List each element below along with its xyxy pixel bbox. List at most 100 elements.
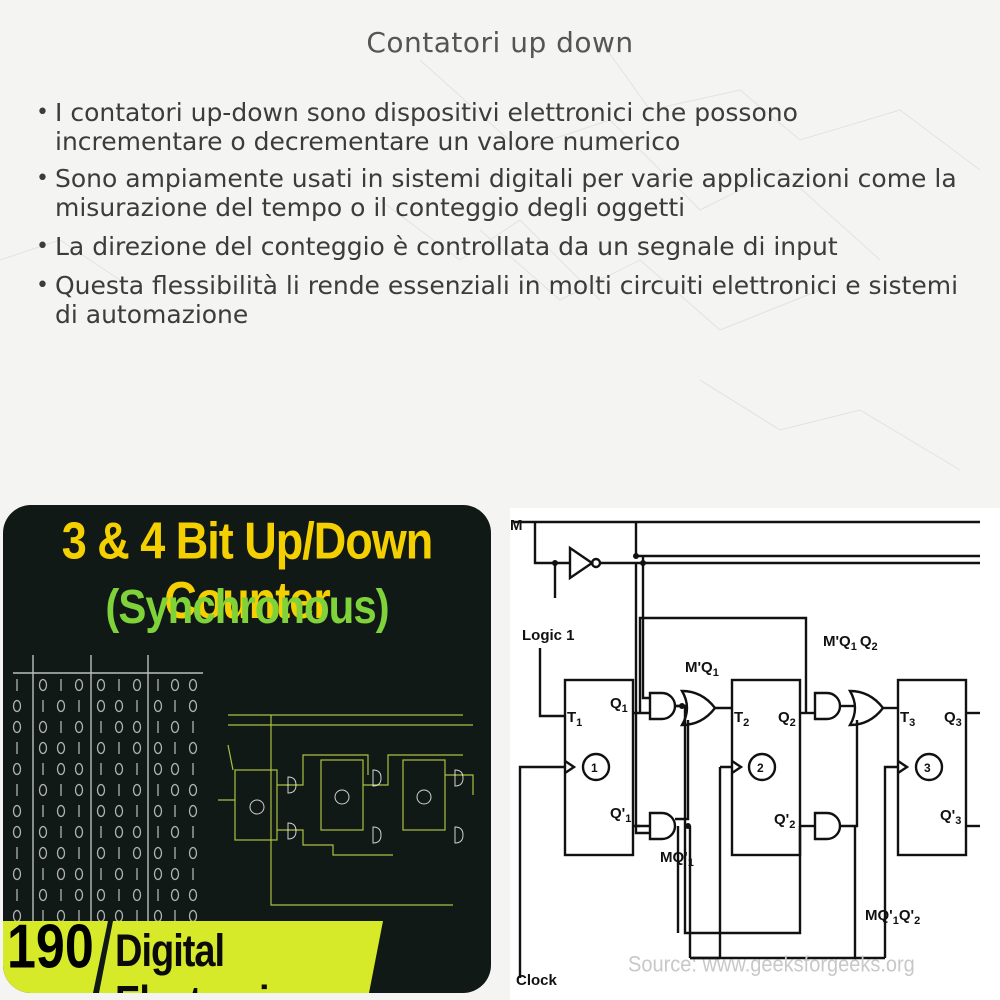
bullet-item: La direzione del conteggio è controllata… bbox=[36, 232, 966, 261]
table-mark bbox=[188, 741, 198, 755]
table-mark bbox=[96, 888, 106, 902]
table-mark bbox=[96, 804, 106, 818]
table-mark bbox=[132, 678, 142, 692]
episode-banner: 190 Digital Electronics bbox=[3, 912, 383, 993]
mq1n-label: MQ'1 bbox=[660, 849, 694, 869]
table-mark bbox=[56, 762, 66, 776]
table-mark bbox=[132, 783, 142, 797]
table-mark bbox=[74, 762, 84, 776]
table-mark bbox=[56, 741, 66, 755]
table-mark bbox=[56, 804, 66, 818]
table-mark bbox=[188, 846, 198, 860]
bullet-item: I contatori up-down sono dispositivi ele… bbox=[36, 98, 966, 156]
q1n-label: Q'1 bbox=[610, 805, 631, 825]
t3-label: T3 bbox=[900, 709, 915, 729]
table-mark bbox=[74, 783, 84, 797]
table-mark bbox=[74, 678, 84, 692]
table-mark bbox=[153, 762, 163, 776]
table-mark bbox=[170, 888, 180, 902]
table-mark bbox=[132, 888, 142, 902]
or-gate-1 bbox=[679, 689, 717, 727]
table-mark bbox=[74, 888, 84, 902]
and-gate-4 bbox=[813, 811, 842, 841]
series-label: Digital Electronics bbox=[115, 926, 310, 993]
table-mark bbox=[12, 699, 22, 713]
video-thumbnail: 3 & 4 Bit Up/Down Counter (Synchronous) bbox=[3, 505, 491, 993]
table-mark bbox=[188, 678, 198, 692]
table-mark bbox=[114, 867, 124, 881]
table-mark bbox=[38, 720, 48, 734]
table-mark bbox=[170, 678, 180, 692]
table-mark bbox=[74, 825, 84, 839]
table-mark bbox=[38, 888, 48, 902]
mode-label: M bbox=[510, 517, 523, 534]
thumbnail-subheadline: (Synchronous) bbox=[105, 579, 389, 634]
table-mark bbox=[132, 846, 142, 860]
table-mark bbox=[12, 867, 22, 881]
and-gate-3 bbox=[813, 691, 842, 721]
bullet-item: Sono ampiamente usati in sistemi digital… bbox=[36, 164, 966, 222]
table-mark bbox=[96, 846, 106, 860]
table-mark bbox=[170, 720, 180, 734]
page-title: Contatori up down bbox=[366, 26, 634, 59]
table-mark bbox=[114, 825, 124, 839]
mq1-label: M'Q1 bbox=[685, 659, 719, 679]
table-mark bbox=[56, 846, 66, 860]
ff3-number: 3 bbox=[924, 761, 931, 775]
table-mark bbox=[38, 846, 48, 860]
inverter-gate bbox=[568, 545, 595, 581]
t1-label: T1 bbox=[567, 709, 582, 729]
table-mark bbox=[153, 804, 163, 818]
table-mark bbox=[56, 699, 66, 713]
table-mark bbox=[114, 804, 124, 818]
table-mark bbox=[132, 720, 142, 734]
table-mark bbox=[38, 678, 48, 692]
table-mark bbox=[38, 783, 48, 797]
table-mark bbox=[153, 867, 163, 881]
table-mark bbox=[188, 699, 198, 713]
table-mark bbox=[38, 825, 48, 839]
table-mark bbox=[74, 720, 84, 734]
table-mark bbox=[188, 888, 198, 902]
ff2-number: 2 bbox=[757, 761, 764, 775]
table-mark bbox=[170, 783, 180, 797]
t2-label: T2 bbox=[734, 709, 749, 729]
table-mark bbox=[188, 783, 198, 797]
table-mark bbox=[12, 825, 22, 839]
and-gate-2 bbox=[648, 811, 677, 841]
table-mark bbox=[153, 846, 163, 860]
table-mark bbox=[170, 825, 180, 839]
q2n-label: Q'2 bbox=[774, 811, 795, 831]
table-mark bbox=[56, 867, 66, 881]
circuit-diagram: M Logic 1 Clock T1 T2 T3 Q1 Q2 Q3 Q'1 Q'… bbox=[510, 508, 1000, 1000]
table-mark bbox=[12, 804, 22, 818]
table-mark bbox=[114, 762, 124, 776]
source-credit: Source: www.geeksforgeeks.org bbox=[628, 952, 915, 978]
clock-label: Clock bbox=[516, 972, 558, 989]
bullet-list: I contatori up-down sono dispositivi ele… bbox=[36, 98, 966, 339]
table-mark bbox=[132, 741, 142, 755]
q3n-label: Q'3 bbox=[940, 807, 961, 827]
table-mark bbox=[132, 825, 142, 839]
or-gate-2 bbox=[847, 689, 885, 727]
ff1-number: 1 bbox=[591, 761, 598, 775]
table-mark bbox=[114, 720, 124, 734]
table-mark bbox=[12, 762, 22, 776]
bullet-item: Questa flessibilità li rende essenziali … bbox=[36, 271, 966, 329]
thumbnail-headline: 3 & 4 Bit Up/Down Counter bbox=[61, 511, 434, 630]
table-mark bbox=[96, 783, 106, 797]
q1-label: Q1 bbox=[610, 695, 628, 715]
episode-number: 190 bbox=[7, 912, 94, 982]
and-gate-1 bbox=[648, 691, 677, 721]
table-mark bbox=[38, 741, 48, 755]
table-mark bbox=[170, 867, 180, 881]
table-mark bbox=[153, 699, 163, 713]
counter-schematic: M Logic 1 Clock T1 T2 T3 Q1 Q2 Q3 Q'1 Q'… bbox=[510, 517, 980, 989]
table-mark bbox=[96, 741, 106, 755]
table-mark bbox=[170, 762, 180, 776]
table-mark bbox=[96, 678, 106, 692]
chalkboard-sketch bbox=[12, 655, 474, 935]
q2-label: Q2 bbox=[778, 709, 796, 729]
table-mark bbox=[74, 867, 84, 881]
